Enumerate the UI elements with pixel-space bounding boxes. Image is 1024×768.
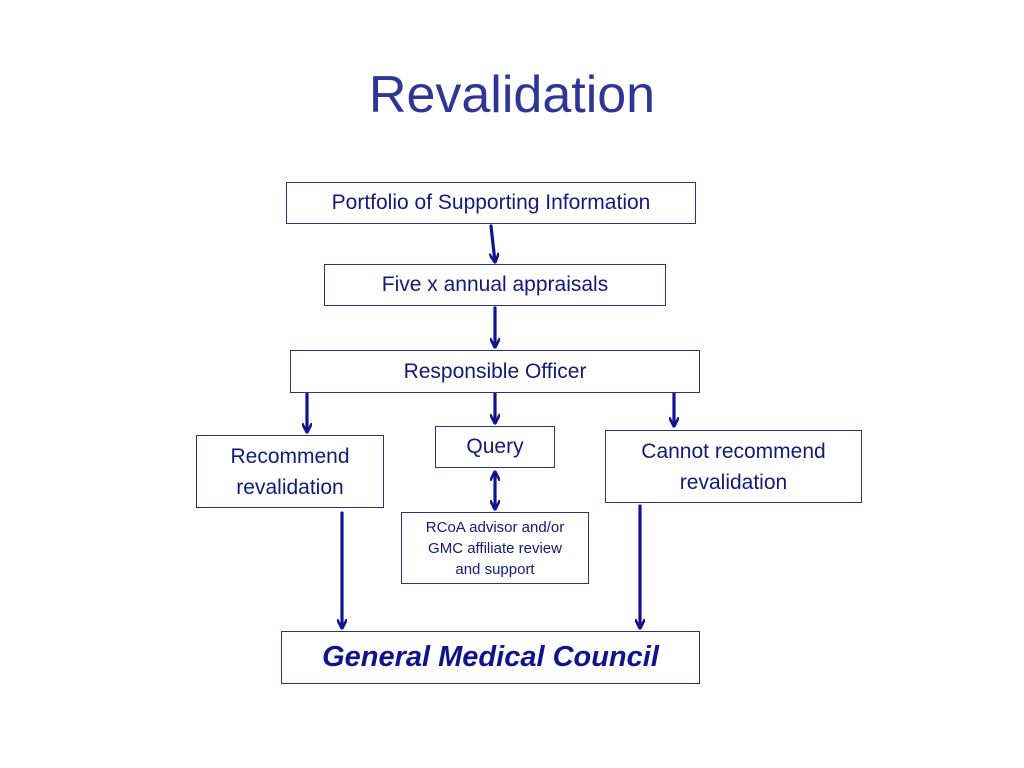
node-recommend-line: Recommend	[230, 444, 350, 468]
node-responsible-officer-label: Responsible Officer	[403, 359, 587, 383]
node-advisor-line: and support	[455, 560, 535, 578]
node-advisor-review: RCoA advisor and/or GMC affiliate review…	[401, 512, 589, 584]
node-appraisals-label: Five x annual appraisals	[381, 273, 609, 296]
node-advisor-line: RCoA advisor and/or	[425, 518, 565, 536]
node-portfolio: Portfolio of Supporting Information	[286, 182, 696, 224]
node-query: Query	[435, 426, 555, 468]
node-general-medical-council: General Medical Council	[281, 631, 700, 684]
node-portfolio-label: Portfolio of Supporting Information	[331, 191, 651, 214]
node-recommend-revalidation: Recommend revalidation	[196, 435, 384, 508]
node-cannot-recommend: Cannot recommend revalidation	[605, 430, 862, 503]
page-title: Revalidation	[368, 66, 656, 124]
node-cannot-line: Cannot recommend	[641, 439, 826, 463]
node-query-label: Query	[466, 435, 524, 458]
node-gmc-label: General Medical Council	[322, 641, 659, 673]
node-responsible-officer: Responsible Officer	[290, 350, 700, 393]
node-advisor-line: GMC affiliate review	[428, 539, 562, 557]
arrow-portfolio-to-appraisals	[491, 224, 495, 264]
node-cannot-line: revalidation	[679, 470, 788, 494]
node-appraisals: Five x annual appraisals	[324, 264, 666, 306]
node-recommend-line: revalidation	[236, 475, 344, 499]
